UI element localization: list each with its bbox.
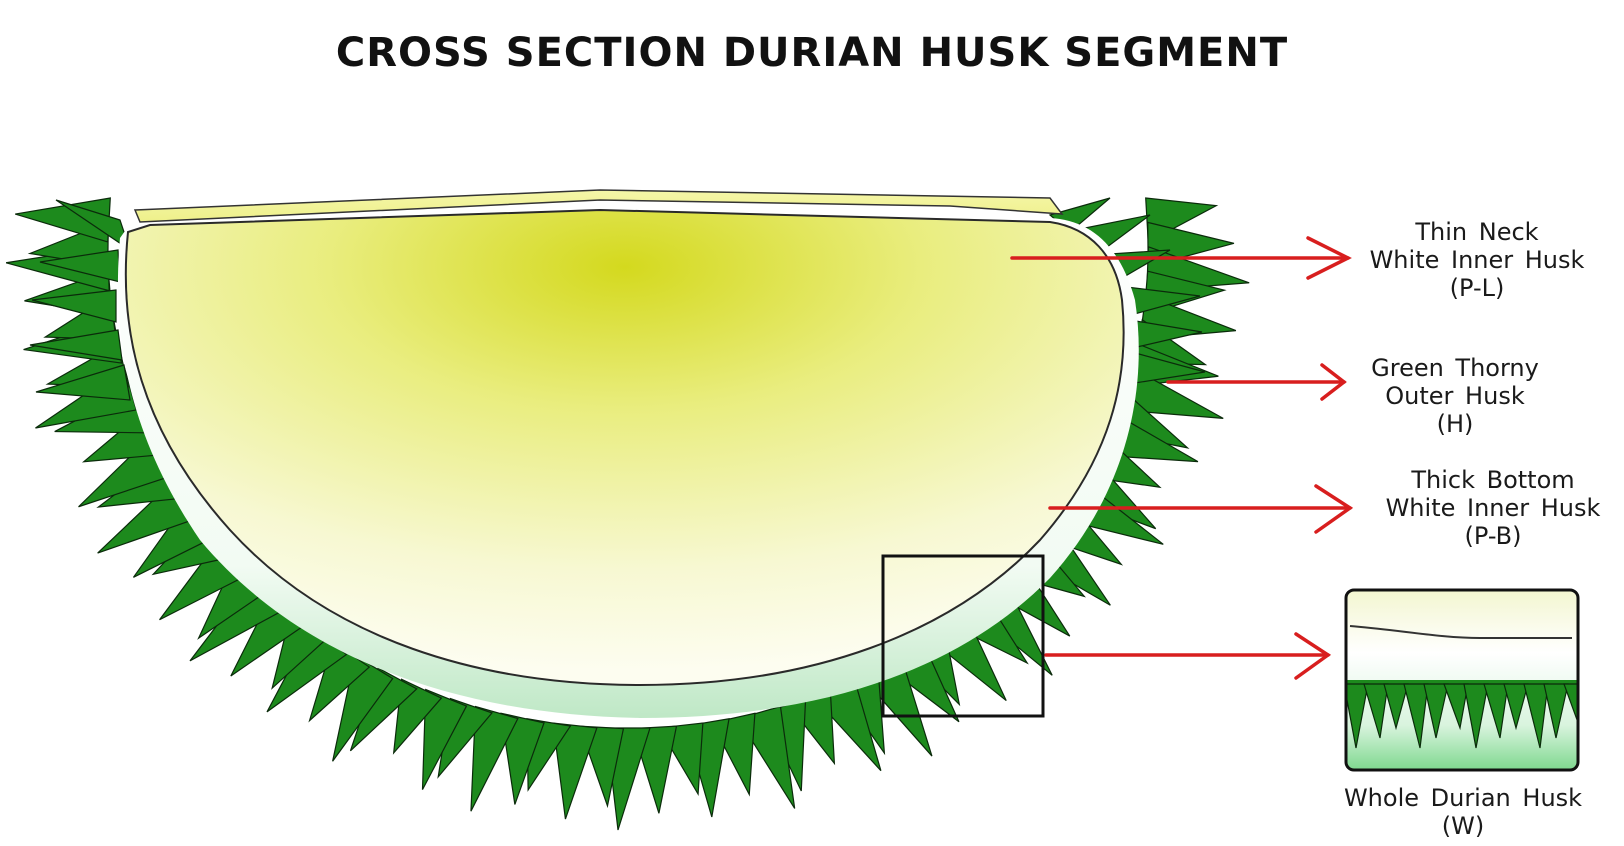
- spike: [35, 364, 131, 401]
- arrow-thick-bottom: [1048, 484, 1354, 534]
- inset-spike: [1403, 683, 1429, 749]
- inset-spike: [1363, 683, 1389, 739]
- label-outer-husk-line-1: Green Thorny: [1371, 354, 1539, 382]
- inset-spike: [1443, 683, 1469, 731]
- spike: [332, 654, 394, 762]
- arrow-thin-neck: [1010, 236, 1352, 280]
- inset-spike: [1523, 683, 1549, 749]
- label-thin-neck: Thin Neck White Inner Husk (P-L): [1352, 218, 1602, 302]
- diagram-title: CROSS SECTION DURIAN HUSK SEGMENT: [335, 30, 1289, 76]
- spike: [31, 289, 117, 323]
- spike: [470, 705, 519, 812]
- spike: [29, 329, 123, 361]
- inset-spike: [1346, 683, 1369, 749]
- zoom-box: [881, 554, 1045, 718]
- spike: [552, 722, 598, 820]
- inset-spike: [1543, 683, 1569, 739]
- arrow-outer-husk: [1166, 363, 1347, 401]
- label-whole-husk-line-1: Whole Durian Husk: [1343, 784, 1583, 812]
- label-thick-bottom: Thick Bottom White Inner Husk (P-B): [1368, 466, 1618, 550]
- thin-neck-band: [133, 189, 1064, 223]
- label-outer-husk: Green Thorny Outer Husk (H): [1340, 354, 1570, 438]
- inset-spike: [1423, 683, 1449, 739]
- label-thick-bottom-line-3: (P-B): [1464, 522, 1522, 550]
- inset-spike: [1383, 683, 1409, 731]
- label-whole-husk: Whole Durian Husk (W): [1328, 784, 1598, 840]
- arrows: [1010, 236, 1354, 680]
- thorny-spikes: [5, 197, 1250, 831]
- inset-panel: [1344, 588, 1580, 772]
- label-thick-bottom-line-1: Thick Bottom: [1411, 466, 1575, 494]
- label-outer-husk-line-3: (H): [1436, 410, 1474, 438]
- label-thin-neck-line-2: White Inner Husk: [1369, 246, 1585, 274]
- inset-spike: [1503, 683, 1529, 731]
- durian-flesh-region: [124, 208, 1125, 687]
- inset-spike: [1463, 683, 1489, 749]
- spike: [500, 712, 545, 805]
- label-outer-husk-line-2: Outer Husk: [1385, 382, 1525, 410]
- arrow-to-inset: [1044, 632, 1332, 680]
- label-thin-neck-line-3: (P-L): [1449, 274, 1505, 302]
- label-thick-bottom-line-2: White Inner Husk: [1385, 494, 1601, 522]
- inset-spike: [1563, 683, 1578, 731]
- inset-spike: [1483, 683, 1509, 739]
- label-whole-husk-line-2: (W): [1441, 812, 1485, 840]
- spike: [421, 688, 468, 790]
- label-thin-neck-line-1: Thin Neck: [1415, 218, 1539, 246]
